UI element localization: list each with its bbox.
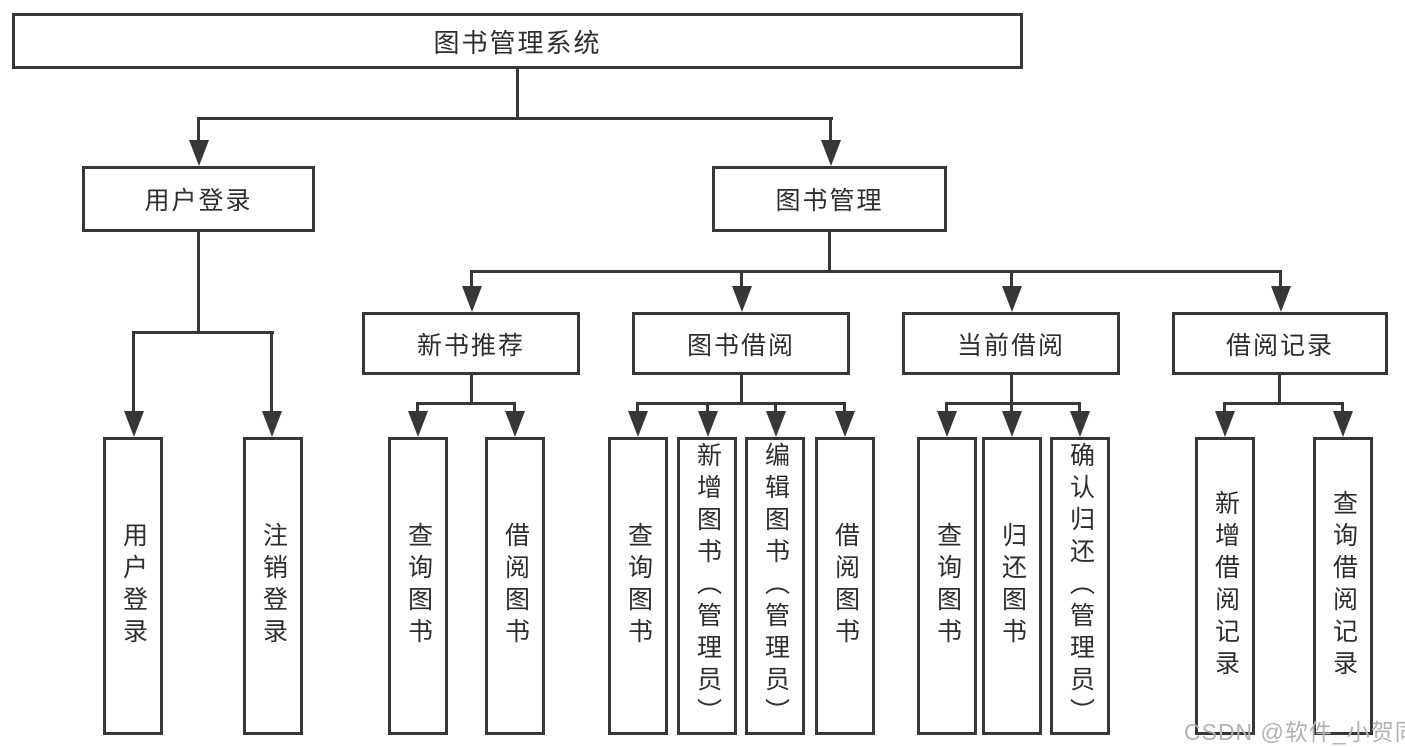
- connector-line: [470, 375, 473, 405]
- leaf-user-login: 用户登录: [103, 437, 163, 735]
- csdn-watermark: CSDN @软件_小贺同学: [1184, 719, 1405, 745]
- connector-line: [470, 270, 1282, 273]
- node-label: 借阅图书: [831, 522, 860, 650]
- node-current-borrowing: 当前借阅: [902, 312, 1120, 375]
- node-label: 当前借阅: [956, 331, 1065, 360]
- node-borrowing-records: 借阅记录: [1172, 312, 1388, 375]
- down-arrow-icon: [1332, 402, 1353, 437]
- down-arrow-icon: [1001, 270, 1022, 312]
- down-arrow-icon: [936, 402, 957, 437]
- down-arrow-icon: [1270, 270, 1291, 312]
- node-label: 新书推荐: [416, 331, 525, 360]
- node-book-borrowing: 图书借阅: [632, 312, 850, 375]
- connector-line: [197, 232, 200, 334]
- node-label: 查询图书: [624, 522, 653, 650]
- connector-line: [1278, 375, 1281, 405]
- node-label: 查询借阅记录: [1329, 490, 1358, 682]
- node-label: 新增图书（管理员）: [693, 442, 722, 730]
- leaf-borrow-books-recommend: 借阅图书: [485, 437, 545, 735]
- leaf-query-borrow-record: 查询借阅记录: [1313, 437, 1373, 735]
- leaf-return-books: 归还图书: [982, 437, 1042, 735]
- connector-line: [516, 67, 519, 120]
- down-arrow-icon: [1214, 402, 1235, 437]
- down-arrow-icon: [627, 402, 648, 437]
- node-label: 确认归还（管理员）: [1066, 442, 1095, 730]
- down-arrow-icon: [261, 331, 282, 437]
- node-label: 图书管理系统: [433, 27, 602, 58]
- down-arrow-icon: [504, 402, 525, 437]
- down-arrow-icon: [731, 270, 752, 312]
- down-arrow-icon: [188, 117, 209, 166]
- leaf-query-books-borrow: 查询图书: [608, 437, 668, 735]
- node-label: 借阅图书: [501, 522, 530, 650]
- leaf-query-books-current: 查询图书: [917, 437, 977, 735]
- node-label: 新增借阅记录: [1211, 490, 1240, 682]
- connector-line: [828, 232, 831, 273]
- down-arrow-icon: [461, 270, 482, 312]
- leaf-query-books-recommend: 查询图书: [388, 437, 448, 735]
- down-arrow-icon: [765, 402, 786, 437]
- node-label: 图书管理: [775, 187, 884, 215]
- connector-line: [1010, 375, 1013, 405]
- down-arrow-icon: [820, 117, 841, 166]
- leaf-borrow-books: 借阅图书: [815, 437, 875, 735]
- leaf-edit-books-admin: 编辑图书（管理员）: [745, 437, 805, 735]
- down-arrow-icon: [1001, 402, 1022, 437]
- node-new-book-recommendation: 新书推荐: [362, 312, 580, 375]
- down-arrow-icon: [834, 402, 855, 437]
- node-label: 归还图书: [998, 522, 1027, 650]
- down-arrow-icon: [407, 402, 428, 437]
- node-label: 用户登录: [119, 522, 148, 650]
- node-label: 编辑图书（管理员）: [761, 442, 790, 730]
- down-arrow-icon: [123, 331, 144, 437]
- node-label: 注销登录: [259, 522, 288, 650]
- leaf-add-books-admin: 新增图书（管理员）: [677, 437, 737, 735]
- connector-line: [1223, 402, 1343, 405]
- connector-line: [740, 375, 743, 405]
- connector-line: [197, 117, 833, 120]
- connector-line: [416, 402, 516, 405]
- leaf-confirm-return-admin: 确认归还（管理员）: [1050, 437, 1110, 735]
- node-root-library-system: 图书管理系统: [12, 13, 1023, 69]
- down-arrow-icon: [697, 402, 718, 437]
- node-label: 查询图书: [933, 522, 962, 650]
- node-label: 用户登录: [144, 187, 253, 215]
- node-user-login-branch: 用户登录: [82, 166, 315, 232]
- node-label: 查询图书: [404, 522, 433, 650]
- node-book-management-branch: 图书管理: [712, 166, 947, 232]
- leaf-add-borrow-record: 新增借阅记录: [1195, 437, 1255, 735]
- leaf-logout: 注销登录: [243, 437, 303, 735]
- connector-line: [132, 331, 274, 334]
- node-label: 借阅记录: [1225, 331, 1334, 360]
- down-arrow-icon: [1069, 402, 1090, 437]
- connector-line: [636, 402, 845, 405]
- node-label: 图书借阅: [686, 331, 795, 360]
